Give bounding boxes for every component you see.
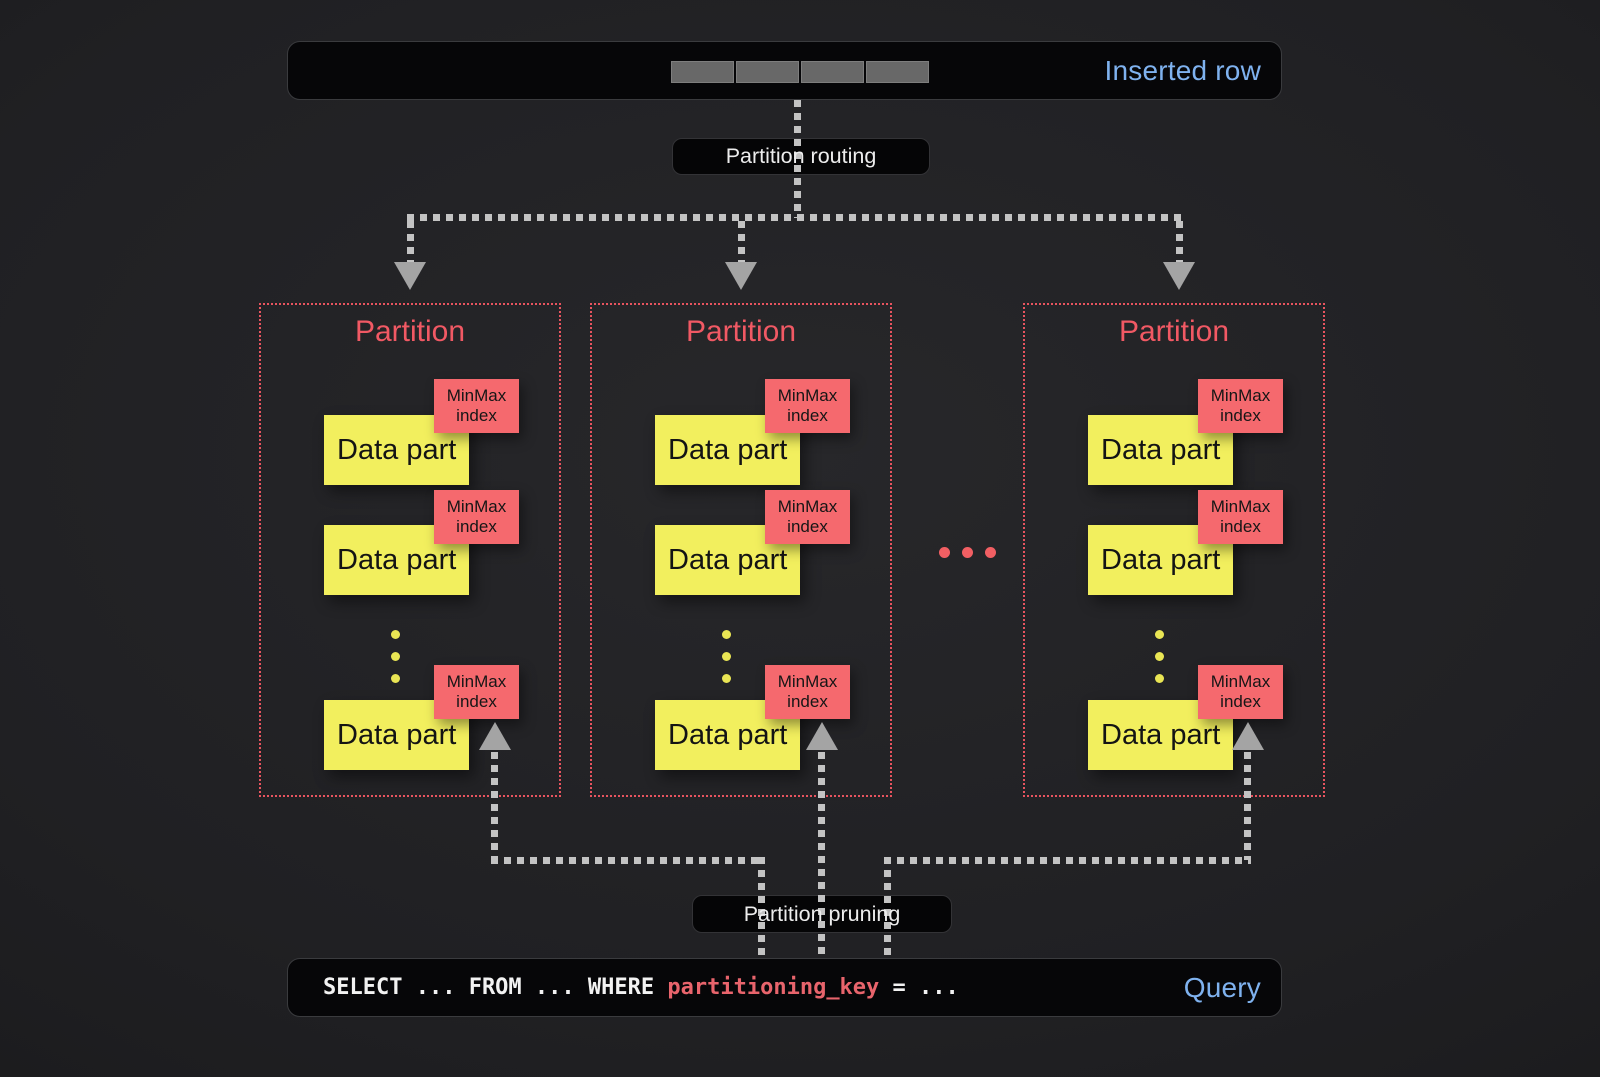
arrow-up-icon	[806, 722, 838, 750]
minmax-index-tag: MinMax index	[1198, 665, 1283, 719]
routing-drop-left	[407, 221, 414, 263]
dot	[985, 547, 996, 558]
more-parts-dot	[722, 652, 731, 661]
partition-routing-pill	[672, 138, 930, 175]
minmax-index-tag: MinMax index	[765, 379, 850, 433]
row-cell	[866, 61, 929, 83]
routing-branch-line	[407, 214, 1183, 221]
more-parts-dot	[722, 630, 731, 639]
minmax-index-tag: MinMax index	[434, 379, 519, 433]
minmax-index-tag: MinMax index	[1198, 490, 1283, 544]
inserted-row-cells	[671, 61, 929, 83]
arrow-down-icon	[725, 262, 757, 290]
pruning-rise-right	[1244, 752, 1251, 860]
routing-drop-right	[1176, 221, 1183, 263]
minmax-index-tag: MinMax index	[434, 665, 519, 719]
partition-box-3: Partition MinMax index Data part MinMax …	[1023, 303, 1325, 797]
partition-box-1: Partition MinMax index Data part MinMax …	[259, 303, 561, 797]
arrow-down-icon	[394, 262, 426, 290]
partition-pruning-label: Partition pruning	[743, 901, 901, 926]
dot	[939, 547, 950, 558]
pruning-rise-left	[491, 752, 498, 860]
dot	[962, 547, 973, 558]
routing-drop-middle	[738, 221, 745, 263]
pruning-rise-middle	[818, 752, 825, 958]
row-cell	[736, 61, 799, 83]
more-parts-dot	[391, 652, 400, 661]
query-code: SELECT ... FROM ... WHERE partitioning_k…	[323, 959, 959, 1016]
query-label: Query	[1183, 971, 1261, 1003]
partition-routing-label: Partition routing	[725, 144, 877, 168]
partition-box-2: Partition MinMax index Data part MinMax …	[590, 303, 892, 797]
more-parts-dot	[1155, 674, 1164, 683]
partition-title: Partition	[1118, 315, 1230, 348]
partitioning-key-token: partitioning_key	[667, 975, 880, 1000]
pruning-stub-left	[758, 857, 765, 958]
connector-from-inserted-row	[794, 100, 801, 218]
more-parts-dot	[391, 630, 400, 639]
query-panel: SELECT ... FROM ... WHERE partitioning_k…	[287, 958, 1282, 1017]
pruning-branch-right	[884, 857, 1251, 864]
data-part-box: Data part	[1088, 525, 1233, 595]
partition-title: Partition	[354, 315, 466, 348]
row-cell	[671, 61, 734, 83]
pruning-stub-right	[884, 857, 891, 958]
minmax-index-tag: MinMax index	[434, 490, 519, 544]
inserted-row-panel: Inserted row	[287, 41, 1282, 100]
arrow-up-icon	[1232, 722, 1264, 750]
minmax-index-tag: MinMax index	[765, 490, 850, 544]
pruning-branch-left	[491, 857, 765, 864]
more-parts-dot	[1155, 652, 1164, 661]
minmax-index-tag: MinMax index	[1198, 379, 1283, 433]
code-prefix: SELECT ... FROM ... WHERE	[323, 975, 668, 1000]
minmax-index-tag: MinMax index	[765, 665, 850, 719]
code-suffix: = ...	[879, 975, 959, 1000]
more-parts-dot	[391, 674, 400, 683]
row-cell	[801, 61, 864, 83]
data-part-box: Data part	[324, 415, 469, 485]
inserted-row-label: Inserted row	[1104, 54, 1261, 86]
more-partitions-ellipsis	[939, 547, 996, 558]
arrow-down-icon	[1163, 262, 1195, 290]
more-parts-dot	[1155, 630, 1164, 639]
partition-title: Partition	[685, 315, 797, 348]
more-parts-dot	[722, 674, 731, 683]
arrow-up-icon	[479, 722, 511, 750]
